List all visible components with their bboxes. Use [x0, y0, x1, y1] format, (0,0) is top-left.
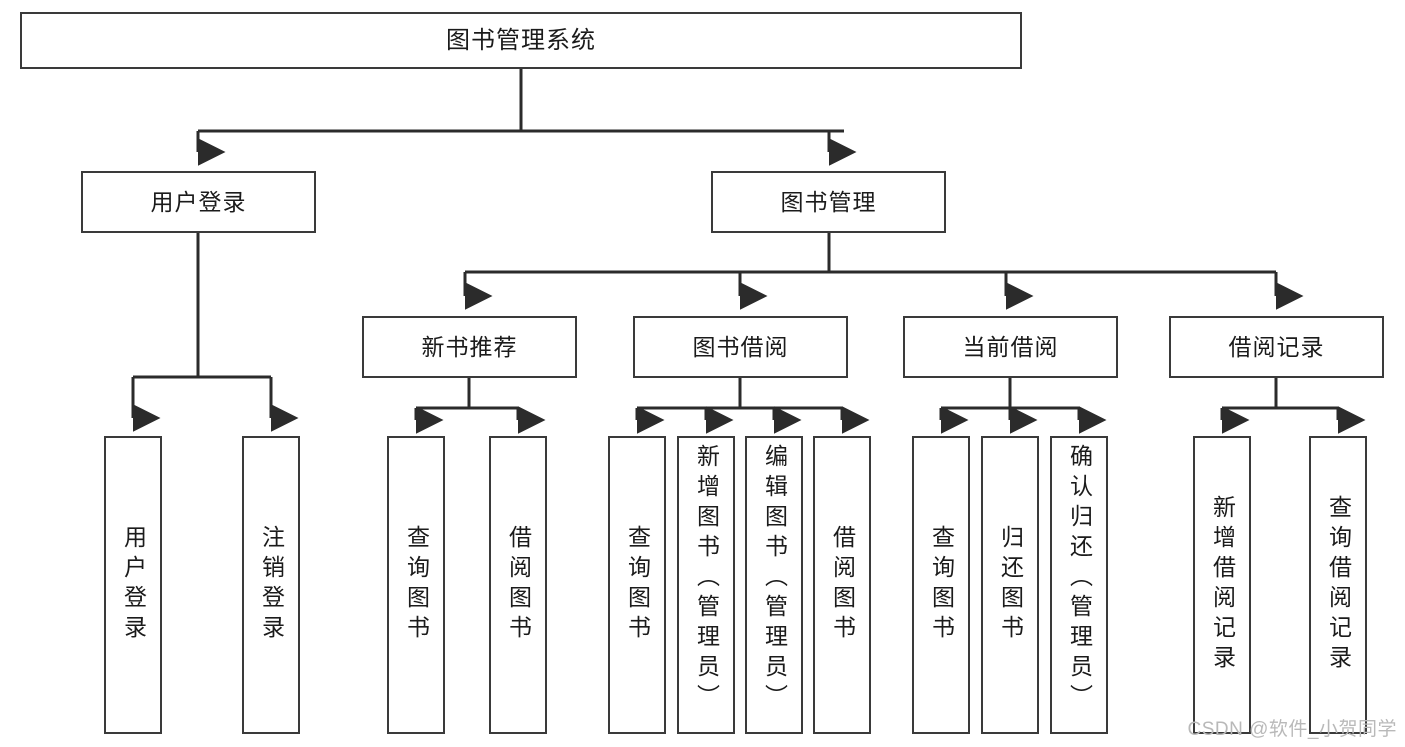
node-label: 当前借阅: [962, 333, 1059, 360]
node-label: 新书推荐: [421, 333, 518, 360]
leaf-borrow-book-1[interactable]: 借阅图书: [489, 436, 547, 734]
node-label: 确认归还（管理员）: [1066, 444, 1093, 714]
node-label: 借阅图书: [505, 525, 532, 645]
node-label: 图书管理: [780, 188, 877, 215]
node-label: 归还图书: [997, 525, 1024, 645]
leaf-query-book-1[interactable]: 查询图书: [387, 436, 445, 734]
node-book-borrow[interactable]: 图书借阅: [633, 316, 848, 378]
leaf-query-book-2[interactable]: 查询图书: [608, 436, 666, 734]
csdn-watermark: CSDN @软件_小贺同学: [1187, 719, 1397, 740]
node-label: 新增图书（管理员）: [693, 444, 720, 714]
node-label: 查询图书: [624, 525, 651, 645]
leaf-query-book-3[interactable]: 查询图书: [912, 436, 970, 734]
node-borrow-record[interactable]: 借阅记录: [1169, 316, 1384, 378]
leaf-borrow-book-2[interactable]: 借阅图书: [813, 436, 871, 734]
leaf-confirm-return[interactable]: 确认归还（管理员）: [1050, 436, 1108, 734]
leaf-add-record[interactable]: 新增借阅记录: [1193, 436, 1251, 734]
node-root-system[interactable]: 图书管理系统: [20, 12, 1022, 69]
leaf-query-record[interactable]: 查询借阅记录: [1309, 436, 1367, 734]
leaf-return-book[interactable]: 归还图书: [981, 436, 1039, 734]
node-label: 用户登录: [120, 525, 147, 645]
node-book-management[interactable]: 图书管理: [711, 171, 946, 233]
node-current-borrow[interactable]: 当前借阅: [903, 316, 1118, 378]
node-label: 编辑图书（管理员）: [761, 444, 788, 714]
node-label: 图书借阅: [692, 333, 789, 360]
node-label: 用户登录: [150, 188, 247, 215]
leaf-edit-book[interactable]: 编辑图书（管理员）: [745, 436, 803, 734]
node-label: 查询图书: [928, 525, 955, 645]
node-user-login[interactable]: 用户登录: [81, 171, 316, 233]
node-label: 查询图书: [403, 525, 430, 645]
node-label: 借阅记录: [1228, 333, 1325, 360]
leaf-add-book[interactable]: 新增图书（管理员）: [677, 436, 735, 734]
leaf-user-login[interactable]: 用户登录: [104, 436, 162, 734]
node-label: 查询借阅记录: [1325, 495, 1352, 675]
leaf-logout-login[interactable]: 注销登录: [242, 436, 300, 734]
node-label: 借阅图书: [829, 525, 856, 645]
node-new-book-recommend[interactable]: 新书推荐: [362, 316, 577, 378]
node-label: 注销登录: [258, 525, 285, 645]
node-label: 新增借阅记录: [1209, 495, 1236, 675]
node-label: 图书管理系统: [446, 26, 596, 54]
